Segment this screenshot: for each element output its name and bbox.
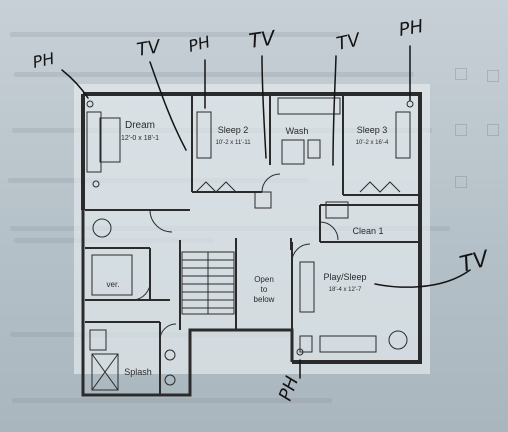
room-play-size: 18'-4 x 12'-7 <box>329 287 362 293</box>
room-play-name: Play/Sleep <box>323 272 366 282</box>
background-checkbox <box>455 68 467 80</box>
room-sleep2-size: 10'-2 x 11'-11 <box>215 140 251 146</box>
fixtures <box>86 97 414 391</box>
room-wash-name: Wash <box>286 126 309 136</box>
annotation-ph-top-left: PH <box>31 49 56 72</box>
open-to-below-line3: below <box>254 295 275 304</box>
annotation-tv-top-3: TV <box>335 29 364 55</box>
annotation-ph-top-2: PH <box>186 32 212 56</box>
annotation-tv-top-1: TV <box>135 36 163 61</box>
open-to-below-line1: Open <box>254 275 274 284</box>
plan-paper <box>74 84 430 374</box>
background-text-line <box>10 32 340 37</box>
background-checkbox <box>455 176 467 188</box>
room-splash-name: Splash <box>124 367 152 377</box>
room-sleep2-name: Sleep 2 <box>218 125 249 135</box>
room-owners-size: 12'-0 x 18'-1 <box>121 135 159 142</box>
open-to-below-line2: to <box>261 285 268 294</box>
outer-walls <box>81 92 422 397</box>
room-sleep3-name: Sleep 3 <box>357 125 388 135</box>
background-checkbox <box>487 70 499 82</box>
background-checkbox <box>455 124 467 136</box>
room-owners-name: Dream <box>125 120 155 131</box>
staircase <box>181 251 235 315</box>
interior-walls <box>85 96 418 395</box>
handwritten-leader-lines <box>61 45 471 379</box>
door-swings <box>131 173 339 341</box>
annotation-tv-right: TV <box>457 246 493 278</box>
room-sleep3-size: 10'-2 x 16'-4 <box>356 140 389 146</box>
annotation-ph-bottom: PH <box>275 373 303 404</box>
background-checkbox <box>487 124 499 136</box>
annotation-tv-top-2: TV <box>247 25 277 53</box>
annotation-ph-top-right: PH <box>397 16 425 41</box>
room-clean-name: Clean 1 <box>352 226 383 236</box>
room-ver-name: ver. <box>107 280 120 289</box>
background-text-line <box>12 398 332 403</box>
background-text-line <box>14 72 414 77</box>
